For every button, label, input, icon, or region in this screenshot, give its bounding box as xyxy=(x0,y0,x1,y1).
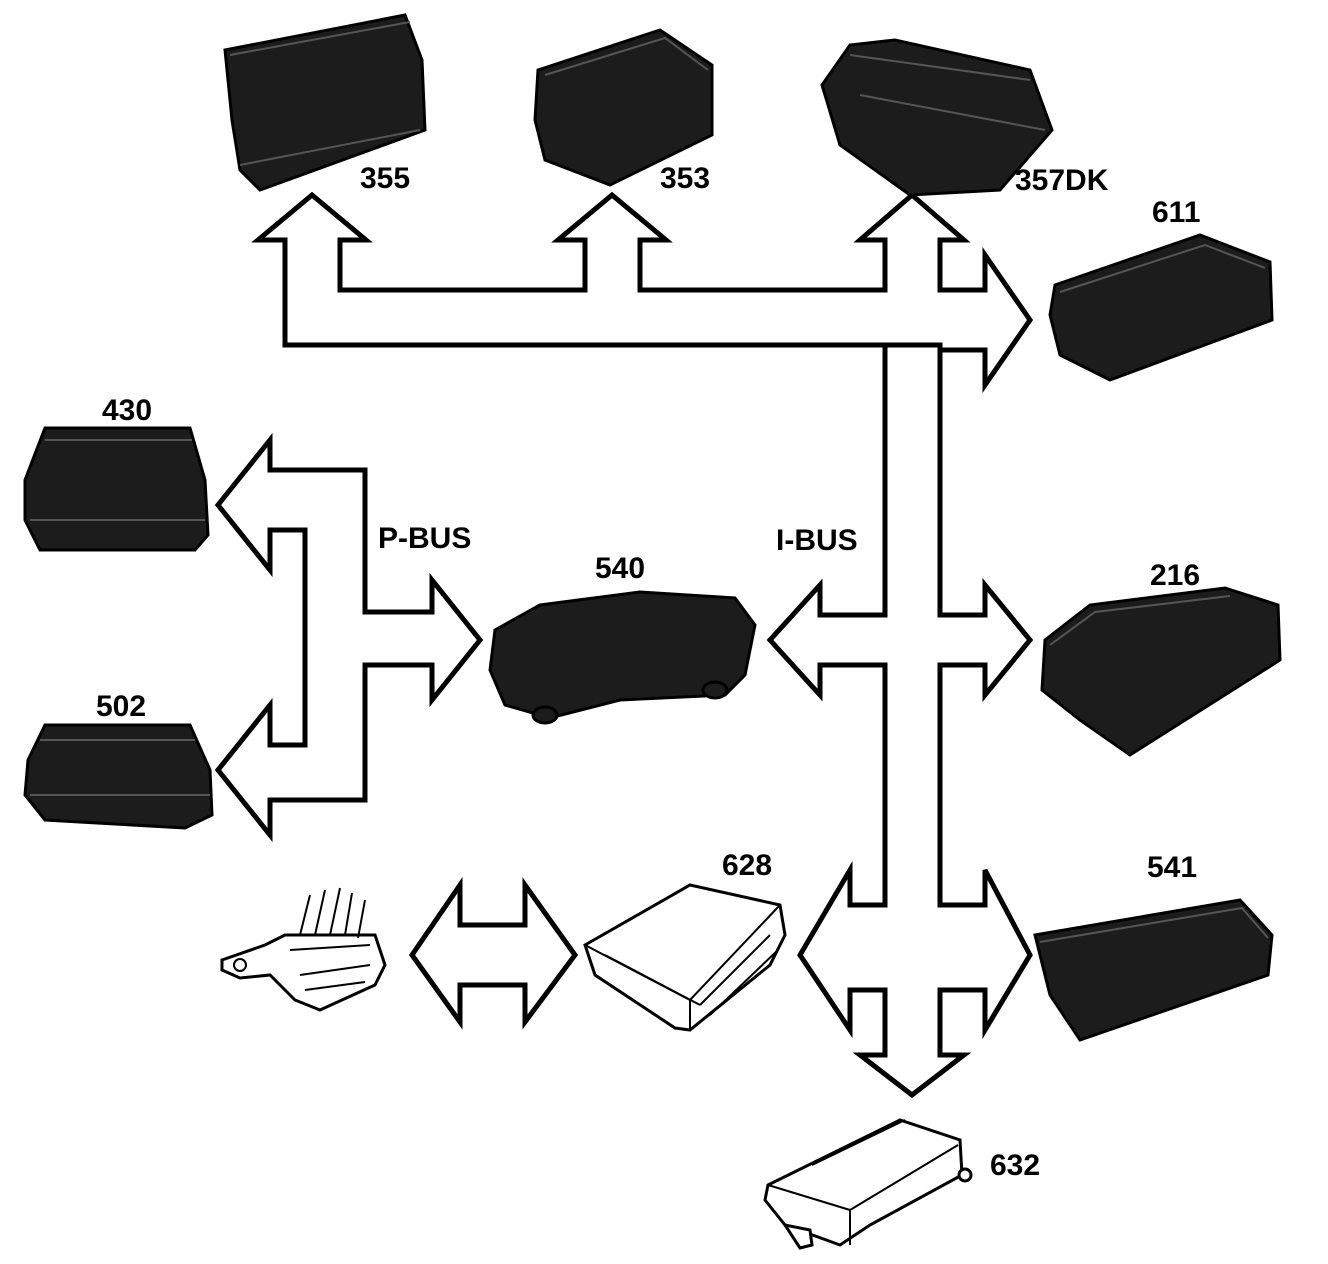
label-355: 355 xyxy=(360,162,410,195)
label-216: 216 xyxy=(1150,559,1200,592)
label-357dk: 357DK xyxy=(1015,164,1109,197)
module-430[interactable] xyxy=(23,426,210,552)
label-628: 628 xyxy=(722,849,772,882)
i-bus-trunk-arrow xyxy=(766,342,1034,1099)
module-541[interactable] xyxy=(1033,898,1274,1042)
module-628[interactable] xyxy=(583,883,787,1032)
obd-connector-icon[interactable] xyxy=(220,887,387,1012)
p-bus-arrow xyxy=(214,432,484,843)
label-611: 611 xyxy=(1152,196,1200,229)
label-540: 540 xyxy=(595,552,645,585)
module-632[interactable] xyxy=(763,1118,973,1250)
diagnostic-link-arrow xyxy=(408,876,579,1030)
module-540[interactable] xyxy=(488,590,757,725)
module-353[interactable] xyxy=(533,28,714,187)
module-611[interactable] xyxy=(1048,233,1274,382)
label-353: 353 xyxy=(660,162,710,195)
module-357dk[interactable] xyxy=(820,38,1054,197)
module-355[interactable] xyxy=(223,13,427,192)
module-216[interactable] xyxy=(1040,586,1282,757)
label-430: 430 xyxy=(102,394,152,427)
label-541: 541 xyxy=(1147,851,1197,884)
label-632: 632 xyxy=(990,1149,1040,1182)
label-i-bus: I-BUS xyxy=(776,524,858,557)
module-502[interactable] xyxy=(23,723,214,830)
label-p-bus: P-BUS xyxy=(378,522,471,555)
label-502: 502 xyxy=(96,690,146,723)
upper-bus-arrow xyxy=(251,191,1034,394)
